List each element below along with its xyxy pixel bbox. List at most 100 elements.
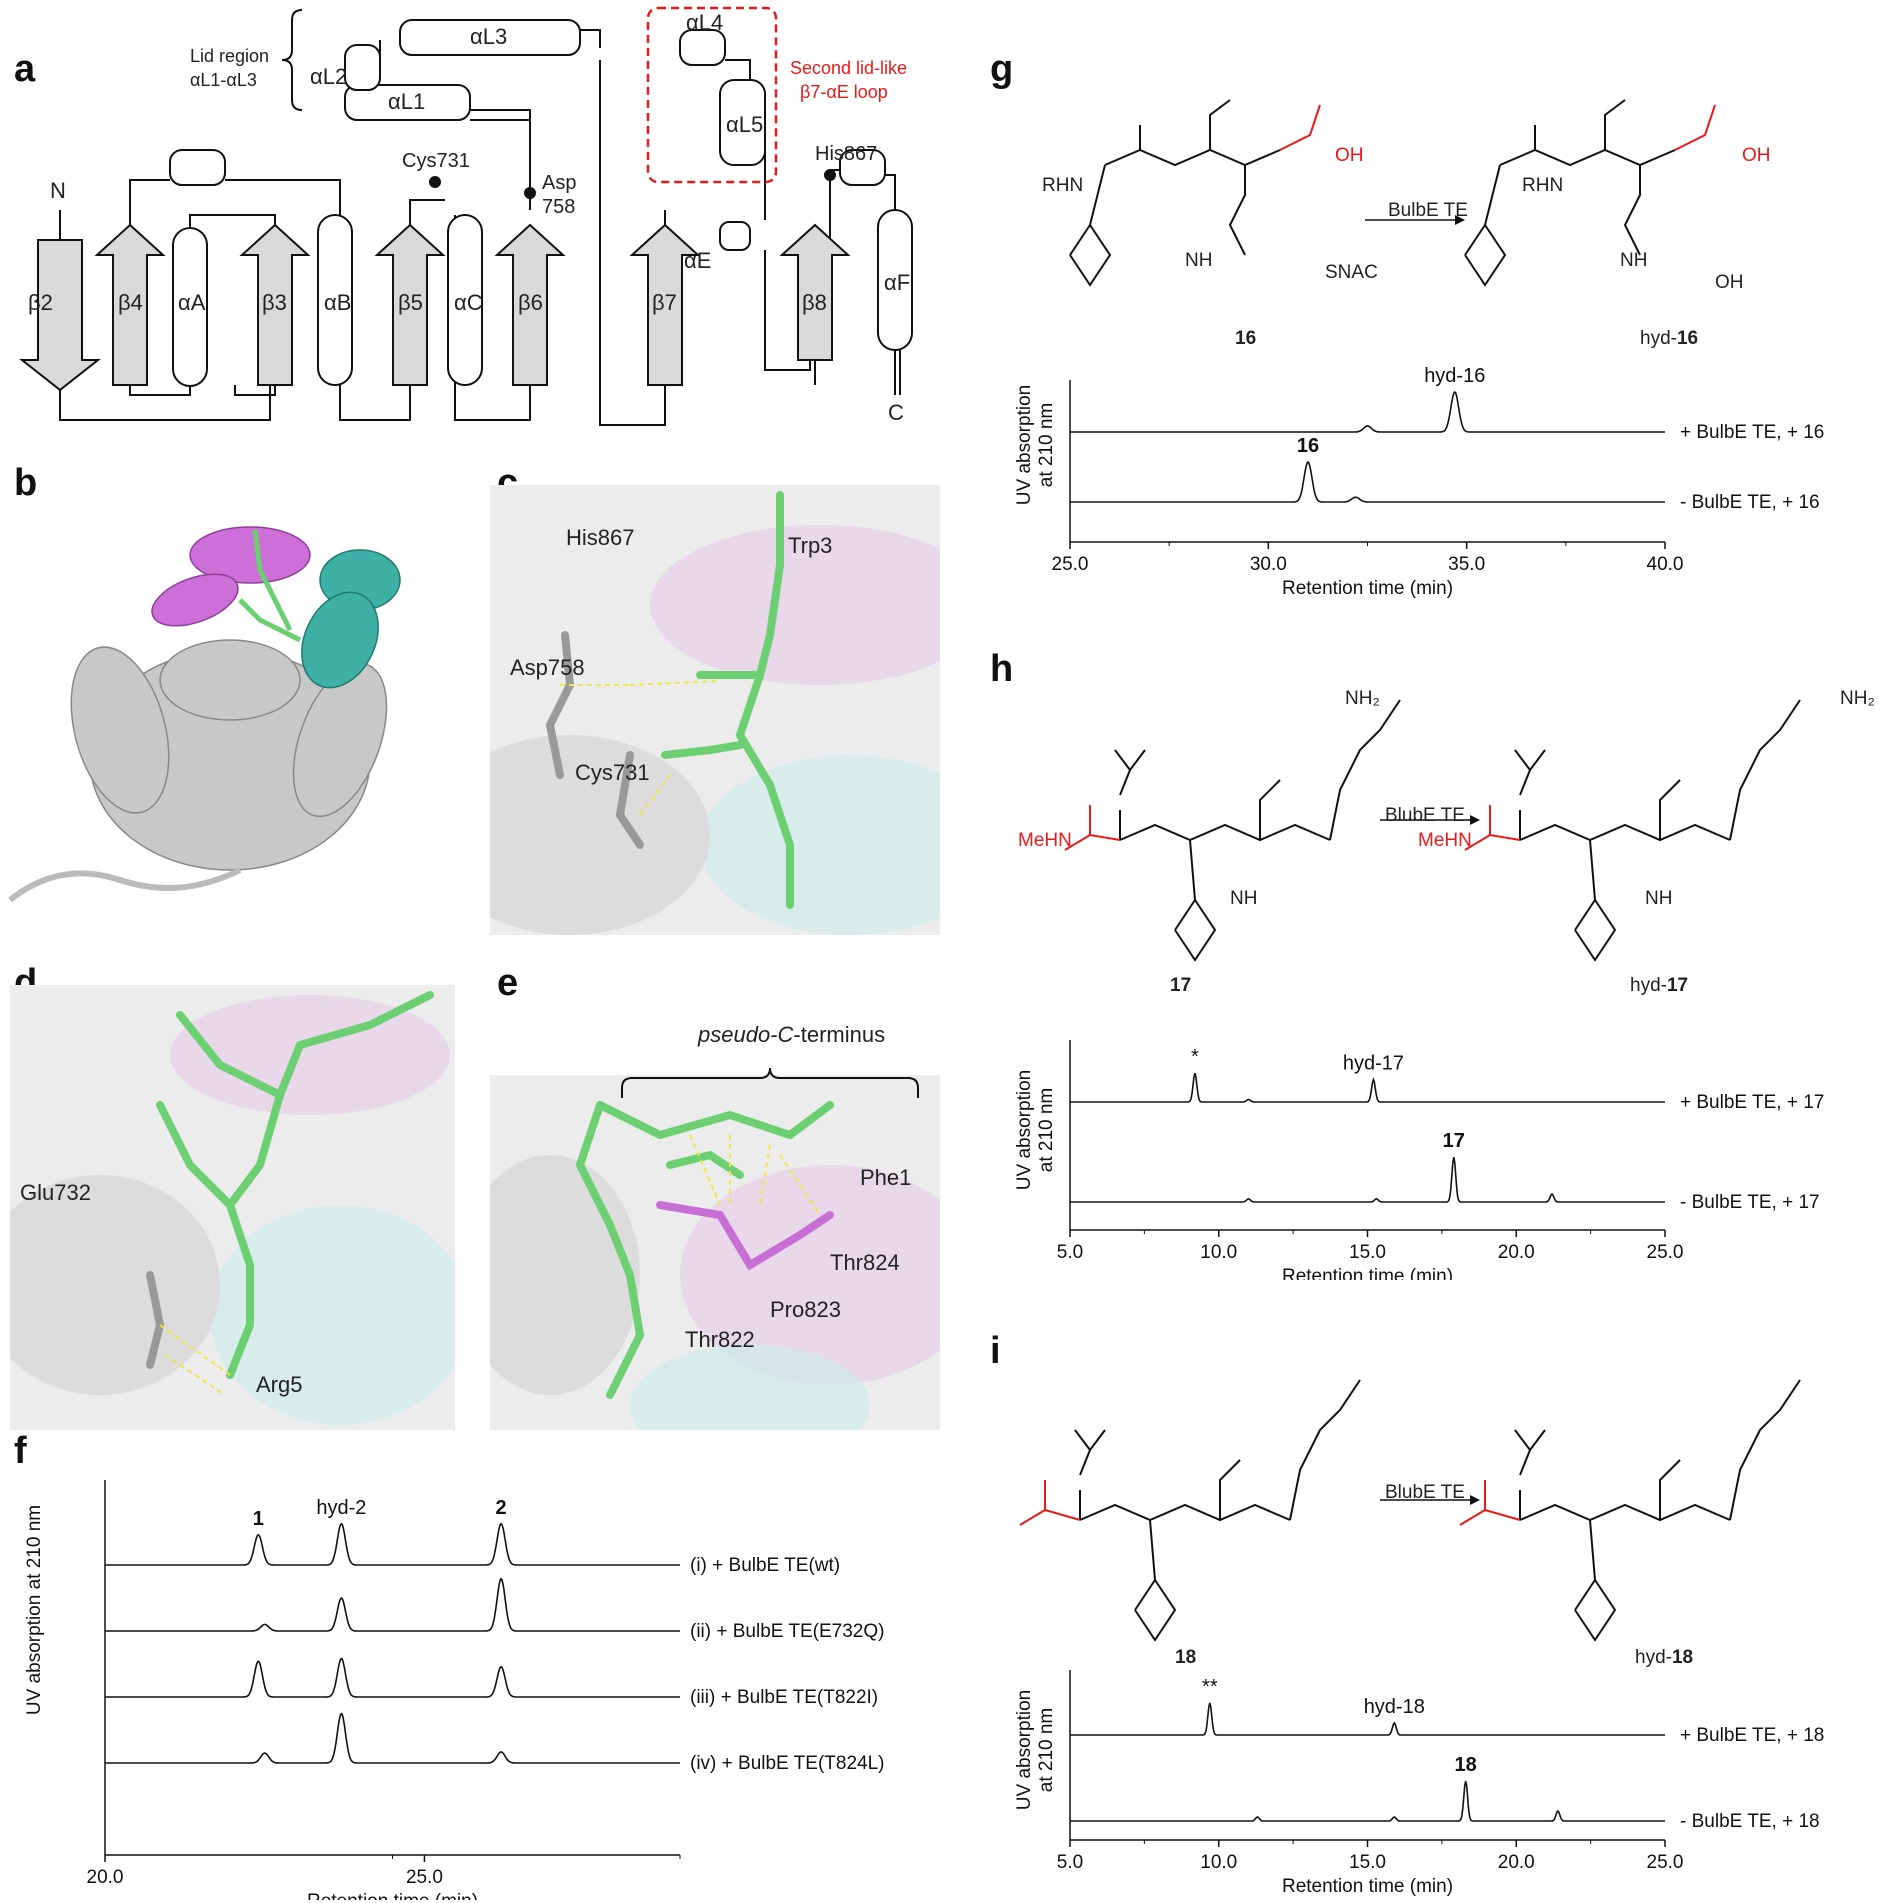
panel-label-i: i xyxy=(990,1330,1001,1372)
panel-label-g: g xyxy=(990,48,1014,90)
trace-label: (i) + BulbE TE(wt) xyxy=(690,1555,840,1576)
y-axis-label: UV absorption xyxy=(1014,1690,1035,1810)
x-tick-label: 40.0 xyxy=(1647,554,1684,575)
g-nh-product: NH xyxy=(1620,250,1648,271)
x-tick-label: 25.0 xyxy=(1052,554,1089,575)
h-product-number: 17 xyxy=(1666,975,1689,996)
h-nh-product: NH xyxy=(1645,888,1673,909)
beta4-label: β4 xyxy=(118,290,143,315)
g-enzyme: BulbE TE xyxy=(1388,200,1468,221)
x-tick-label: 35.0 xyxy=(1448,554,1485,575)
label-arg5: Arg5 xyxy=(256,1372,303,1397)
label-glu732: Glu732 xyxy=(20,1180,91,1205)
his867-label: His867 xyxy=(815,143,878,165)
i-product-number: 18 xyxy=(1671,1647,1694,1668)
alphaL3-label: αL3 xyxy=(470,24,508,49)
alphaF-label: αF xyxy=(884,270,911,295)
second-lid-sub: β7-αE loop xyxy=(800,82,888,102)
lid-region-sub: αL1-αL3 xyxy=(190,70,257,90)
y-axis-label: UV absorption xyxy=(1014,1070,1035,1190)
label-phe1: Phe1 xyxy=(860,1165,912,1190)
alphaA-label: αA xyxy=(178,290,206,315)
x-tick-label: 15.0 xyxy=(1349,1852,1386,1873)
alphaL1-label: αL1 xyxy=(388,89,426,114)
peak-label: 18 xyxy=(1455,1754,1477,1776)
cys731-label: Cys731 xyxy=(402,150,470,172)
i-product-prefix: hyd- xyxy=(1635,1647,1672,1668)
x-tick-label: 10.0 xyxy=(1200,1242,1237,1263)
label-pro823: Pro823 xyxy=(770,1297,841,1322)
beta2-label: β2 xyxy=(28,290,53,315)
x-axis-label: Retention time (min) xyxy=(1282,578,1453,599)
y-axis-label: UV absorption at 210 nm xyxy=(24,1505,45,1715)
peak-label: 17 xyxy=(1443,1130,1465,1152)
c-terminus-label: C xyxy=(888,400,904,425)
trace-line xyxy=(105,1657,680,1698)
trace-label: + BulbE TE, + 16 xyxy=(1680,422,1824,443)
h-mehn-substrate: MeHN xyxy=(1018,830,1072,851)
g-oh-acid: OH xyxy=(1715,272,1744,293)
asp758-label: Asp xyxy=(542,172,577,194)
n-terminus-label: N xyxy=(50,178,66,203)
trace-line xyxy=(105,1522,680,1566)
g-snac: SNAC xyxy=(1325,262,1378,283)
trace-label: + BulbE TE, + 18 xyxy=(1680,1725,1824,1746)
g-oh-product: OH xyxy=(1742,145,1771,166)
h-product-prefix: hyd- xyxy=(1630,975,1667,996)
structure-panel-d xyxy=(10,985,455,1430)
x-tick-label: 5.0 xyxy=(1057,1852,1083,1873)
trace-line xyxy=(1070,1702,1665,1736)
x-axis-label: Retention time (min) xyxy=(1282,1876,1453,1897)
label-his867: His867 xyxy=(566,525,635,550)
h-substrate-number: 17 xyxy=(1170,975,1192,996)
trace-line xyxy=(1070,1780,1665,1822)
trace-line xyxy=(105,1577,680,1632)
alphaL5-label: αL5 xyxy=(726,112,764,137)
peak-label: 1 xyxy=(253,1508,264,1530)
beta7-label: β7 xyxy=(652,290,677,315)
alphaE-label: αE xyxy=(684,248,712,273)
g-product-number: 16 xyxy=(1676,328,1699,349)
panel-label-b: b xyxy=(14,462,38,504)
beta5-label: β5 xyxy=(398,290,423,315)
x-tick-label: 20.0 xyxy=(87,1867,124,1888)
trace-label: - BulbE TE, + 17 xyxy=(1680,1192,1820,1213)
x-tick-label: 25.0 xyxy=(1647,1852,1684,1873)
x-tick-label: 10.0 xyxy=(1200,1852,1237,1873)
panel-label-a: a xyxy=(14,48,36,90)
trace-label: - BulbE TE, + 18 xyxy=(1680,1811,1820,1832)
panel-label-f: f xyxy=(14,1430,27,1472)
pseudo-c-terminus-brace xyxy=(621,1067,919,1098)
g-oh-substrate: OH xyxy=(1335,145,1364,166)
g-product-label: hyd-16 xyxy=(1640,328,1698,350)
peak-label: hyd-16 xyxy=(1424,365,1485,387)
trace-label: - BulbE TE, + 16 xyxy=(1680,492,1820,513)
g-substrate-number: 16 xyxy=(1235,328,1257,349)
peak-label: hyd-17 xyxy=(1343,1053,1404,1075)
g-rhn-product: RHN xyxy=(1522,175,1564,196)
peak-label: hyd-18 xyxy=(1364,1696,1425,1718)
x-tick-label: 25.0 xyxy=(406,1867,443,1888)
i-substrate-number: 18 xyxy=(1175,1647,1197,1668)
peak-label: hyd-2 xyxy=(316,1497,366,1519)
label-thr822: Thr822 xyxy=(685,1327,755,1352)
peak-label: 16 xyxy=(1297,435,1319,457)
structure-panel-c xyxy=(490,485,940,935)
trace-line xyxy=(1070,1072,1665,1103)
x-tick-label: 20.0 xyxy=(1498,1242,1535,1263)
peak-label: * xyxy=(1191,1046,1199,1068)
pseudo-c-italic: pseudo-C xyxy=(698,1022,794,1047)
beta6-label: β6 xyxy=(518,290,543,315)
asp758-num: 758 xyxy=(542,196,576,218)
i-product-label: hyd-18 xyxy=(1635,1647,1693,1669)
y-axis-label-2: at 210 nm xyxy=(1036,1708,1057,1793)
trace-label: (ii) + BulbE TE(E732Q) xyxy=(690,1621,884,1642)
alphaL2-label: αL2 xyxy=(310,64,348,89)
x-tick-label: 30.0 xyxy=(1250,554,1287,575)
scheme-i xyxy=(1019,1379,1801,1642)
trace-label: + BulbE TE, + 17 xyxy=(1680,1092,1824,1113)
y-axis-label: UV absorption xyxy=(1014,385,1035,505)
lid-region-label: Lid region xyxy=(190,46,270,66)
